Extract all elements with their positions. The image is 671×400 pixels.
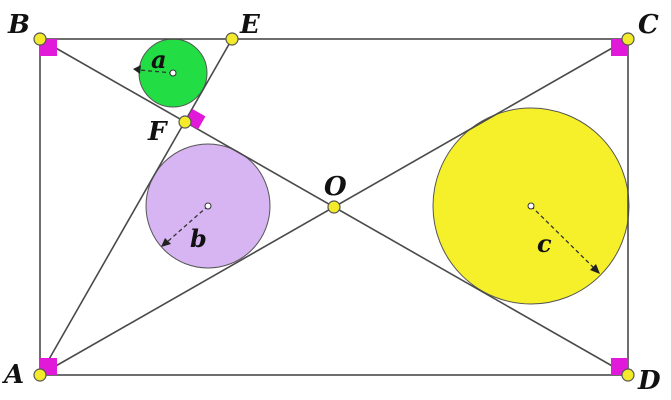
point-b bbox=[33, 32, 47, 46]
point-c bbox=[621, 32, 635, 46]
radius-a-line bbox=[138, 69, 174, 74]
radius-b-line bbox=[165, 205, 209, 244]
label-e: E bbox=[239, 10, 261, 40]
radius-a-arrow bbox=[133, 65, 141, 74]
segment-ae bbox=[39, 38, 233, 376]
center-b bbox=[204, 202, 212, 210]
label-a: A bbox=[1, 360, 24, 390]
label-b: B bbox=[7, 10, 30, 40]
label-radius-b: b bbox=[190, 224, 207, 253]
point-o bbox=[327, 200, 341, 214]
point-f bbox=[178, 115, 192, 129]
rectangle-abcd bbox=[39, 38, 629, 376]
label-o: O bbox=[324, 172, 347, 202]
radius-c-line bbox=[530, 205, 595, 269]
label-radius-a: a bbox=[151, 45, 167, 74]
label-d: D bbox=[637, 366, 661, 396]
center-c bbox=[527, 202, 535, 210]
label-f: F bbox=[147, 117, 168, 147]
label-c: C bbox=[638, 10, 659, 40]
point-d bbox=[621, 368, 635, 382]
point-e bbox=[225, 32, 239, 46]
center-a bbox=[169, 69, 177, 77]
label-radius-c: c bbox=[537, 229, 552, 258]
radius-c-arrow bbox=[590, 264, 600, 274]
radius-b-arrow bbox=[161, 238, 171, 247]
point-a bbox=[33, 368, 47, 382]
